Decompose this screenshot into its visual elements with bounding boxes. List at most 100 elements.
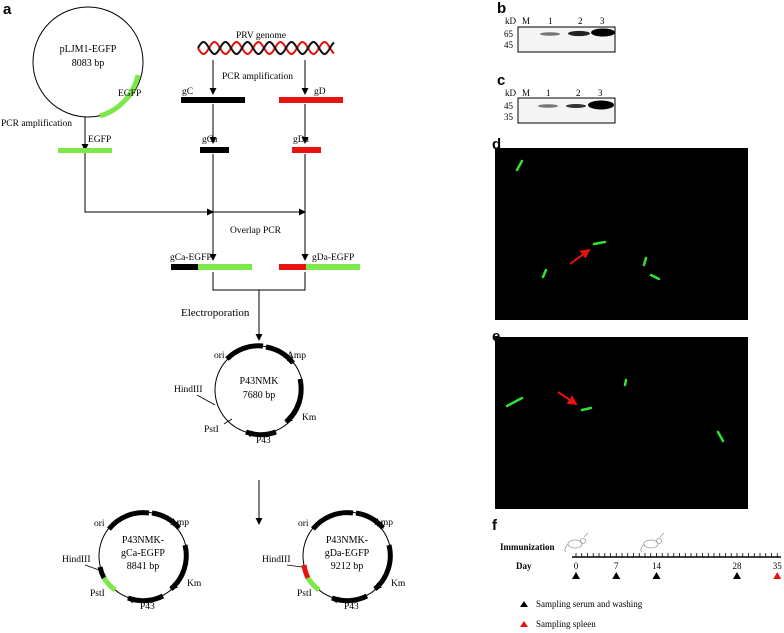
gd-label: gD [314,87,326,97]
source-plasmid-name: pLJM1-EGFP [60,44,117,55]
construct-left-gca-arc [97,566,107,580]
construct-left-p43-label: P43 [140,602,155,612]
electroporation-label: Electroporation [181,307,250,319]
timeline-day-14: 14 [652,561,662,571]
vector-p43nmk: P43NMK 7680 bp ori Amp Km HindIII PstI P… [174,343,317,446]
construct-right-km-label: Km [391,579,406,589]
micrograph-e-bacterium-3 [623,378,628,387]
day-label: Day [516,561,532,571]
panel-b-marker-45: 45 [504,40,514,50]
blot-b-band-2 [568,30,590,37]
immunization-label: Immunization [500,542,555,552]
egfp-fragment-bar [58,148,112,153]
panel-c-marker-45: 45 [504,101,514,111]
timeline-marker-spleen [773,572,782,579]
vector-hind-label: HindIII [174,385,203,395]
panel-e: e [492,328,748,509]
gc-label: gC [182,87,193,97]
construct-left-km-label: Km [187,579,202,589]
timeline-day-28: 28 [733,561,743,571]
gda-egfp-green-part [306,264,360,270]
gda-bar [292,147,321,153]
timeline-marker-serum [733,572,741,579]
helix-strand-red [197,41,335,55]
vector-amp-label: Amp [287,351,306,361]
panel-b-letter: b [497,0,506,17]
construct-right-hind-leader [286,564,303,568]
construct-right-hind-label: HindIII [262,555,291,565]
micrograph-d-pointer-arrow [569,248,591,265]
blot-b-band-3 [591,28,615,37]
construct-right-gda-arc [301,564,311,580]
panel-b-marker-65: 65 [504,29,514,39]
micrograph-d-bacterium-2 [592,240,607,246]
vector-km-label: Km [302,413,317,423]
prv-genome-helix: PRV genome [197,31,335,55]
legend-black-triangle [520,601,528,607]
fusion-join-bracket [212,272,306,291]
construct-right-amp-arc [355,510,385,530]
source-plasmid: pLJM1-EGFP 8083 bp EGFP [32,6,144,119]
timeline-day-7: 7 [614,561,619,571]
vector-pst-label: PstI [204,425,219,435]
panel-c-lane-m: M [522,88,530,98]
panel-c-kd-label: kD [505,88,517,98]
construct-right-size: 9212 bp [331,561,364,572]
construct-left-p43-arc [127,593,165,604]
gca-egfp-label: gCa-EGFP [170,253,212,263]
micrograph-d-bacterium-4 [642,256,648,267]
timeline-ticks [575,553,778,557]
construct-left-egfp-arc [101,576,117,593]
panel-c-marker-35: 35 [504,112,514,122]
legend-red-text: Sampling spleen [536,619,596,629]
blot-b-band-1 [540,32,560,36]
blot-c-band-1 [538,104,558,108]
gd-bar [279,97,343,103]
gca-egfp-green-part [198,264,252,270]
construct-left-name-1: P43NMK- [122,535,164,546]
vector-hind-leader [196,394,216,406]
timeline-marker-serum [572,572,580,579]
timeline-markers [572,572,782,579]
micrograph-e [495,337,748,509]
construct-right-egfp-arc [305,576,321,593]
micrograph-d-bacterium-3 [541,268,548,279]
construct-left-hind-label: HindIII [62,555,91,565]
ori-arc [225,343,264,361]
gda-label: gDa [293,135,310,145]
panel-b-lane-3: 3 [600,16,605,26]
panel-b-kd-label: kD [505,16,517,26]
panel-a-letter: a [3,1,12,18]
p43-arc [245,429,277,438]
legend-red-triangle [520,621,528,627]
construct-left-name-2: gCa-EGFP [121,548,165,559]
blot-c-band-2 [566,104,586,108]
micrograph-e-bacterium-1 [505,396,524,408]
timeline-day-35: 35 [773,561,783,571]
construct-right-name-1: P43NMK- [326,535,368,546]
overlap-pcr-label: Overlap PCR [230,226,282,236]
source-plasmid-size: 8083 bp [72,58,105,69]
panel-e-letter: e [492,328,500,345]
construct-right-km-arc [373,544,393,591]
construct-left-km-arc [169,544,189,591]
prv-genome-label: PRV genome [236,31,286,41]
panel-b-lane-m: M [522,16,530,26]
construct-left-amp-label: Amp [170,518,189,528]
panel-c-lane-3: 3 [598,88,603,98]
panel-c: c kD M 1 2 3 45 35 [497,72,616,124]
panel-b: b kD M 1 2 3 65 45 [497,0,616,53]
mouse-icon-day0 [564,532,589,553]
gca-egfp-black-part [171,264,198,270]
construct-left-hind-leader [84,564,100,571]
amp-arc [265,344,295,365]
egfp-fragment-label: EGFP [88,135,111,145]
gca-bar [200,147,229,153]
construct-left-amp-arc [151,510,181,530]
egfp-route-to-gca [84,153,214,216]
panel-c-letter: c [497,72,505,89]
timeline-marker-serum [652,572,661,579]
panel-b-lane-1: 1 [548,16,553,26]
